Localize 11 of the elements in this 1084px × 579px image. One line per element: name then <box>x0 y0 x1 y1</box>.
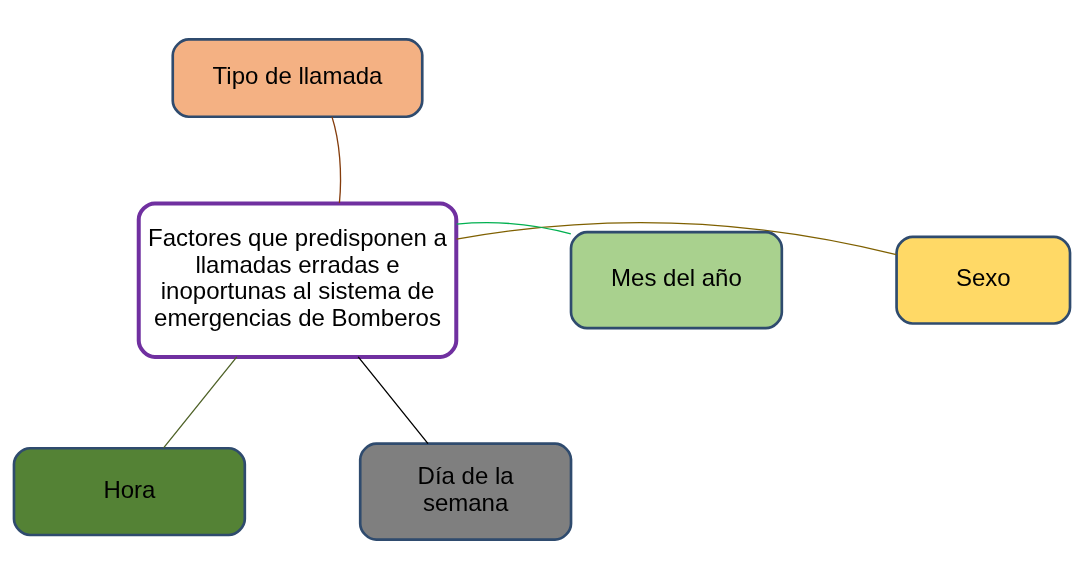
connector <box>331 116 342 204</box>
node-box: Tipo de llamada <box>171 38 424 119</box>
node-box: Sexo <box>895 235 1072 325</box>
node-box: Mes del año <box>569 230 784 330</box>
connector <box>455 221 897 256</box>
connector <box>357 356 429 445</box>
node-box: Día de la semana <box>358 442 573 541</box>
connector <box>162 356 238 449</box>
node-box: Hora <box>12 446 247 537</box>
node-box: Factores que predisponen a llamadas erradas e inoportunas al sistema de emergencias de Bomberos <box>136 201 459 359</box>
connector <box>455 221 572 235</box>
